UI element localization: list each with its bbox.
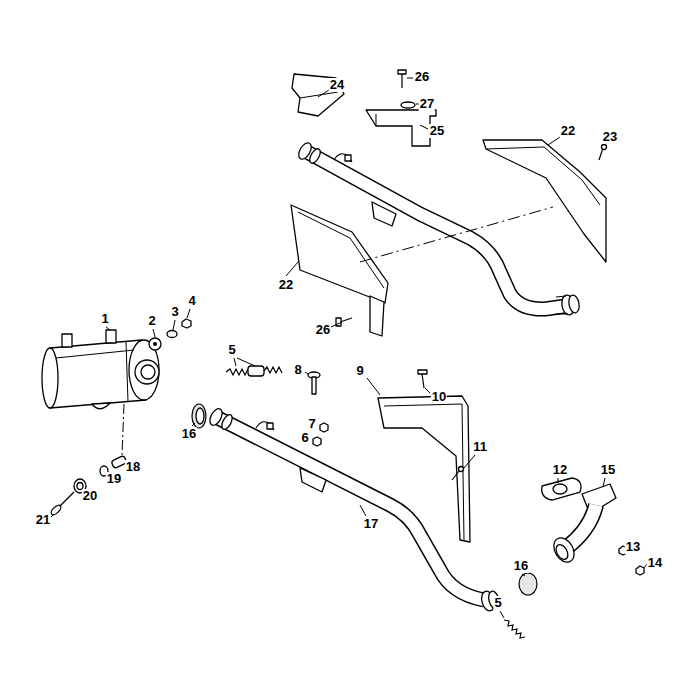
callout-number: 16 [513, 559, 529, 573]
callout-number: 20 [82, 489, 98, 503]
callout-number: 26 [315, 323, 331, 337]
callout-number: 9 [355, 364, 364, 378]
callout-number: 12 [552, 463, 568, 477]
callout-number: 10 [431, 390, 447, 404]
callout-number: 16 [181, 427, 197, 441]
callout-number: 23 [602, 130, 618, 144]
callout-number: 13 [625, 540, 641, 554]
callout-number: 27 [419, 97, 435, 111]
callout-number: 26 [414, 70, 430, 84]
callout-number: 8 [293, 363, 302, 377]
callout-number: 22 [560, 124, 576, 138]
callout-number: 6 [300, 431, 309, 445]
callout-number: 15 [600, 463, 616, 477]
callout-number: 19 [106, 472, 122, 486]
callout-number: 14 [647, 556, 663, 570]
callout-number: 25 [429, 124, 445, 138]
callout-number: 4 [187, 294, 196, 308]
callout-number: 24 [329, 78, 345, 92]
callout-number: 3 [170, 305, 179, 319]
callout-number: 18 [125, 460, 141, 474]
callout-number: 5 [493, 596, 502, 610]
callout-number: 2 [147, 314, 156, 328]
callout-number: 22 [278, 278, 294, 292]
callout-number: 21 [35, 513, 51, 527]
callout-number: 7 [307, 417, 316, 431]
callout-number: 17 [363, 517, 379, 531]
callout-number: 5 [227, 343, 236, 357]
callout-number: 1 [100, 312, 109, 326]
callout-number: 11 [472, 440, 488, 454]
